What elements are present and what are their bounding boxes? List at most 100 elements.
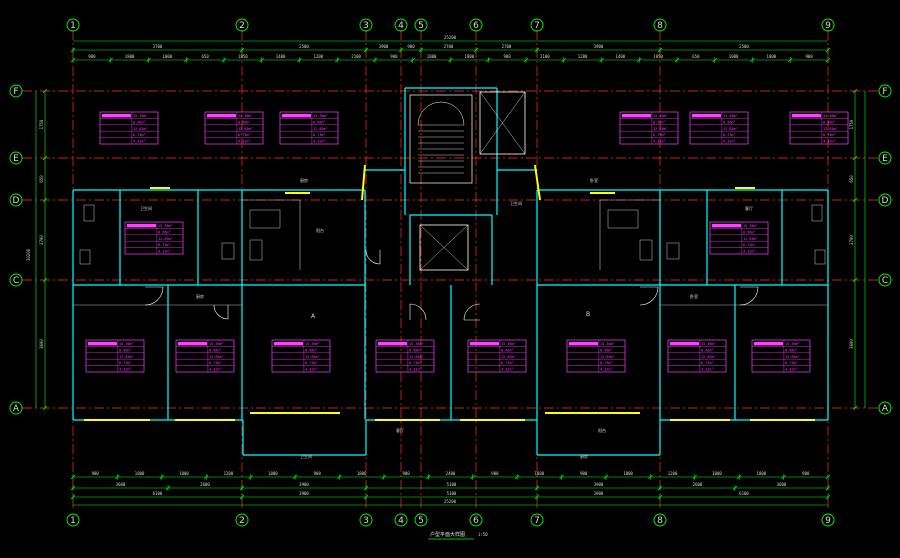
top-dimension-row2-text: 2100 [351,54,361,59]
room-tag-value: 12.85m² [119,355,134,359]
room-tag-value: 6.73m² [209,361,222,365]
axis-bubble-left-D-label: D [13,196,20,206]
room-tag-value: 0.56m² [133,120,146,124]
fixture [83,204,95,222]
top-dimension-row1-text: 3700 [153,44,163,49]
axis-bubble-bottom-8-circle [653,513,667,527]
room-note: 阳台 [316,227,324,233]
bottom-dimension-row2-text: 2600 [693,482,703,487]
room-tag-value: 15.36m² [723,114,738,118]
room-tag-frame [566,339,626,373]
room-tag-value: 12.85m² [238,127,253,131]
axis-bubble-top-9-circle [821,18,835,32]
door-swing [739,286,759,306]
door-swing [639,286,659,306]
axis-bubble-top-8-label: 8 [657,21,663,31]
room-tag-value: 4.32m² [701,368,714,372]
left-dimension-chain-tick [42,88,48,94]
room-tag-header-fill [692,114,721,118]
axis-bubble-right-A-circle [878,401,892,415]
axis-bubble-bottom-9-circle [821,513,835,527]
room-tag-frame [667,339,727,373]
top-dimension-row1-text: 2700 [444,44,454,49]
room-tag-value: 6.73m² [785,361,798,365]
room-tag-value: 6.73m² [501,361,514,365]
axis-bubble-bottom-8-label: 8 [657,516,663,526]
room-tag-frame [751,339,811,373]
room-tag-value: 6.73m² [313,133,326,137]
axis-bubble-right-A-label: A [882,404,889,414]
right-dimension-chain-tick [852,405,858,411]
axis-bubble-left-C-label: C [13,276,19,286]
left-dimension-chain-text: 2700 [39,235,44,245]
room-tag-value: 0.56m² [238,120,251,124]
axis-bubble-bottom-7-label: 7 [534,516,540,526]
top-dimension-row2-text: 900 [390,54,398,59]
axis-bubble-bottom-2-label: 2 [239,516,245,526]
room-tag-value: 0.56m² [701,348,714,352]
room-tag-value: 4.32m² [305,368,318,372]
room-tag-header-fill [712,224,741,228]
room-tag-value: 4.32m² [209,368,222,372]
axis-bubble-bottom-6-circle [469,513,483,527]
room-tag-value: 0.56m² [501,348,514,352]
room-tag-header-fill [622,114,651,118]
room-tag-header-fill [754,342,783,346]
axis-bubble-bottom-3-label: 3 [363,516,369,526]
room-tag-value: 12.85m² [743,237,758,241]
room-tag-value: 4.32m² [158,250,171,254]
left-dimension-chain-tick [42,277,48,283]
room-tag-value: 0.56m² [785,348,798,352]
room-tag-value: 15.36m² [133,114,148,118]
room-tag-value: 12.85m² [313,127,328,131]
room-tag-frame [467,339,527,373]
room-tag-value: 4.32m² [600,368,613,372]
axis-bubble-right-E-circle [878,151,892,165]
room-tag-value: 6.73m² [158,243,171,247]
top-dimension-row2-text: 1200 [578,54,588,59]
room-tag-value: 6.73m² [823,133,836,137]
axis-bubble-right-D-circle [878,193,892,207]
axis-bubble-top-3-circle [359,18,373,32]
top-dimension-row2-text: 1000 [729,54,739,59]
right-dimension-chain-tick [852,197,858,203]
room-tag-frame [789,111,849,145]
bottom-dimension-row2-text: 3600 [777,482,787,487]
drawing-title: 户型平面大样图 [430,531,465,538]
bottom-dimension-row3-text: 5100 [447,491,457,496]
top-dimension-row1-text: 2700 [502,44,512,49]
right-dimension-chain-tick [852,277,858,283]
door-swing [463,303,481,321]
room-tag-value: 15.36m² [701,342,716,346]
bottom-dimension-row1-text: 1800 [268,471,278,476]
axis-bubble-top-3-label: 3 [363,21,369,31]
bottom-dimension-row3-text: 3900 [299,491,309,496]
axis-bubble-bottom-9-label: 9 [825,516,831,526]
bottom-dimension-row2-text: 3600 [116,482,126,487]
room-tag-value: 4.32m² [409,368,422,372]
room-tag-header-fill [88,342,117,346]
top-dimension-row2-text: 2100 [540,54,550,59]
axis-bubble-top-5-circle [414,18,428,32]
unit-a-label: A [311,313,316,320]
room-tag-value: 15.36m² [501,342,516,346]
room-tag-value: 6.73m² [600,361,613,365]
elevator-shaft-upper [479,91,526,155]
bottom-dimension-row2-text: 3900 [299,482,309,487]
left-dimension-chain-tick [42,405,48,411]
axis-bubble-top-4-label: 4 [398,21,404,31]
door-swing [409,303,427,321]
room-tag-header-fill [102,114,131,118]
room-tag-value: 6.73m² [701,361,714,365]
room-tag-value: 0.56m² [653,120,666,124]
axis-bubble-left-F-label: F [13,87,18,97]
bottom-dimension-row1-text: 900 [92,471,100,476]
